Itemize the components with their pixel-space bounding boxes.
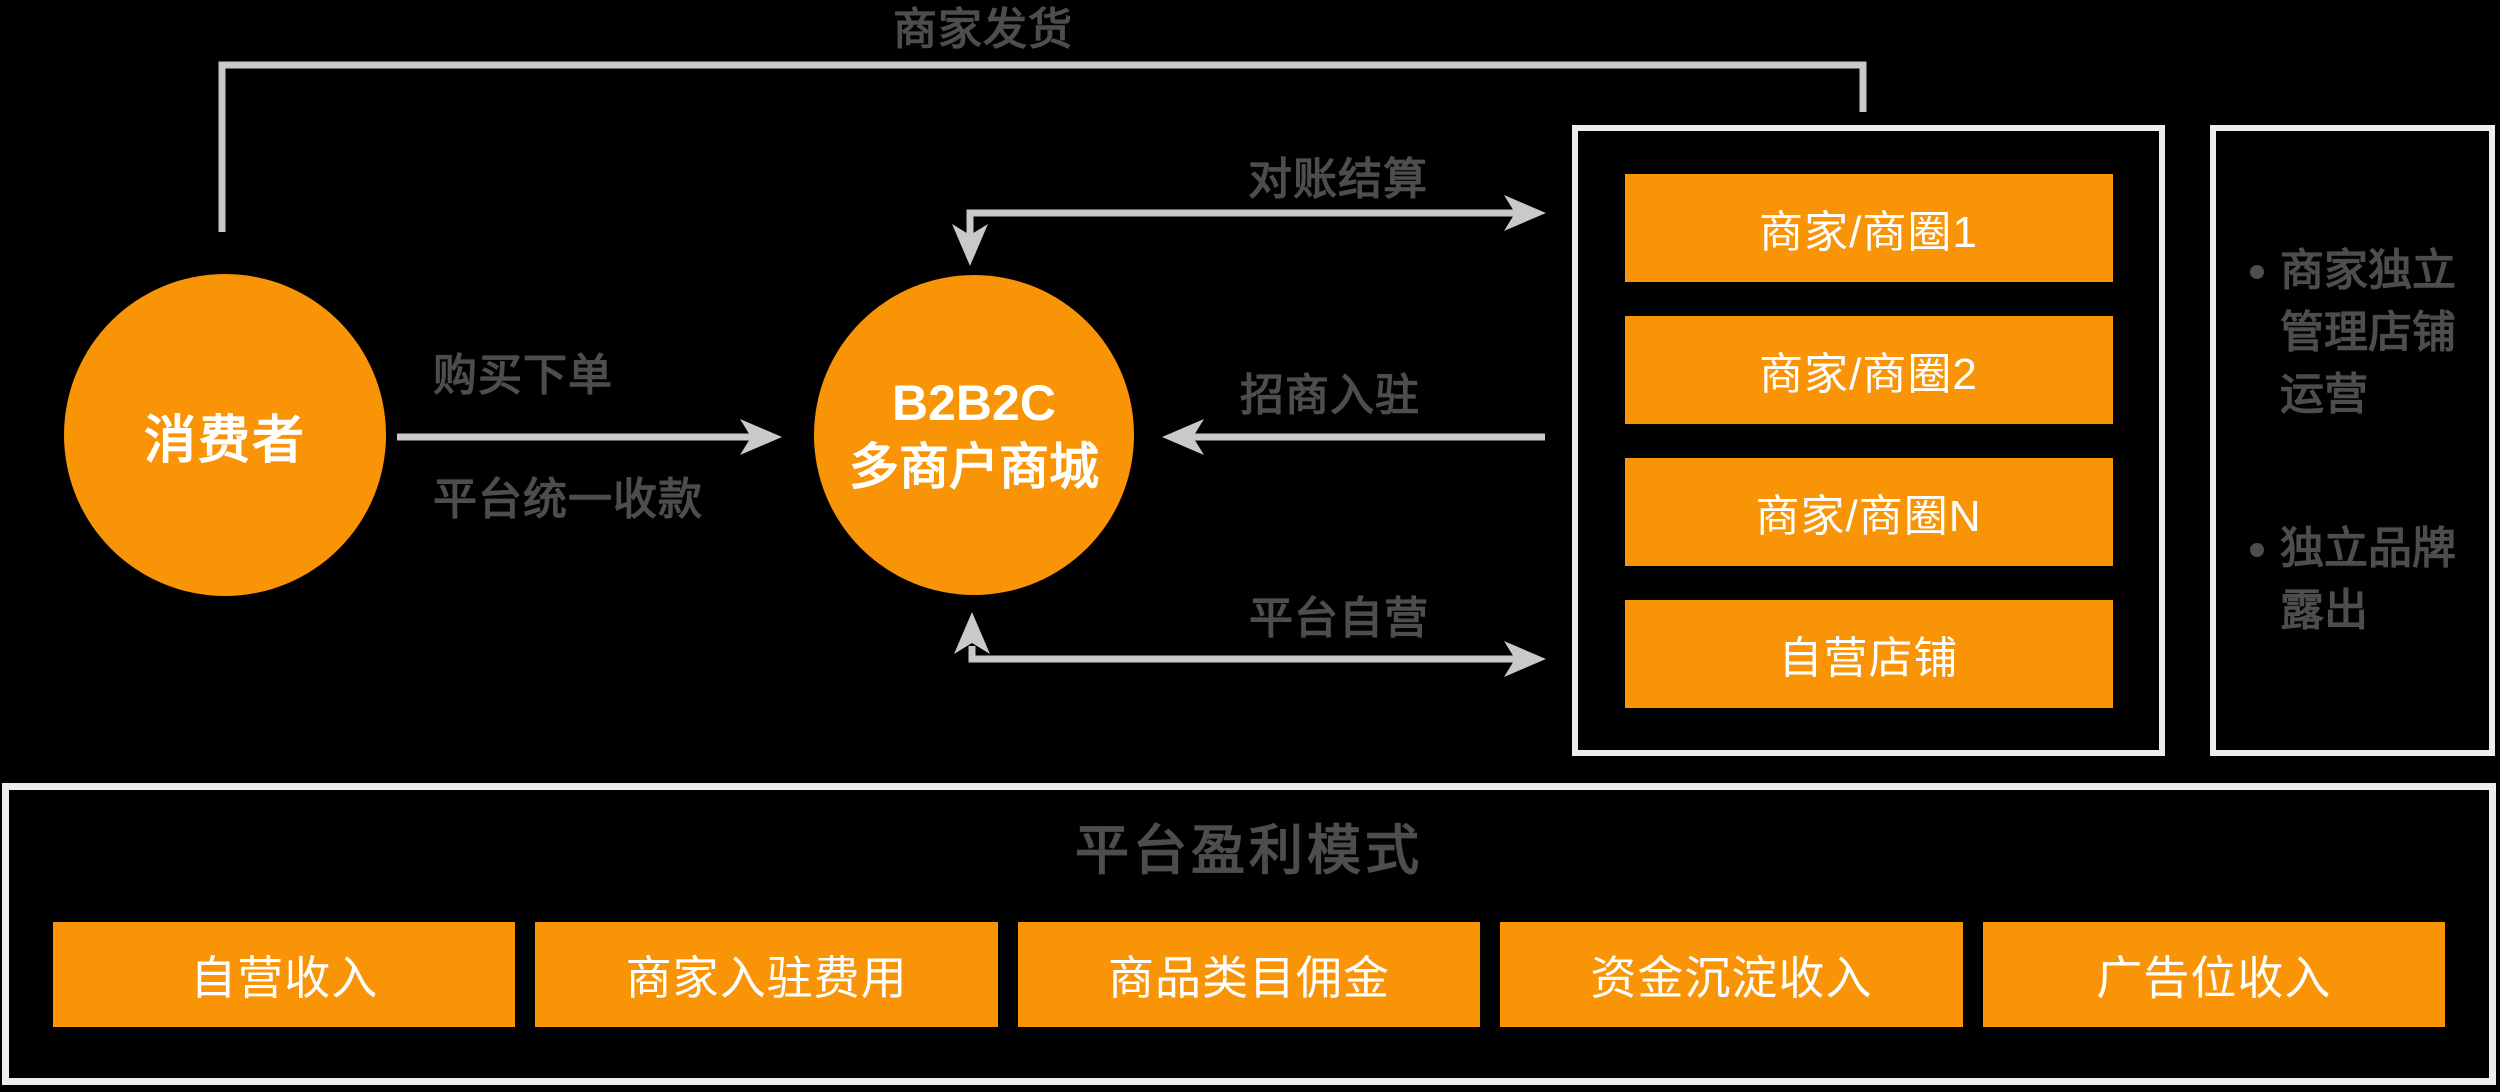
- mall-node-label-line2: 多商户商城: [849, 439, 1099, 495]
- profit-item-category-commission: 商品类目佣金: [1017, 922, 1481, 1027]
- self-operated-arrowhead-up: [954, 612, 990, 654]
- note-item: 商家独立管理店铺运营: [2250, 240, 2483, 426]
- consumer-node-label: 消费者: [143, 411, 306, 470]
- profit-bars-row: 自营收入 商家入驻费用 商品类目佣金 资金沉淀收入 广告位收入: [9, 922, 2489, 1027]
- profit-panel: 平台盈利模式 自营收入 商家入驻费用 商品类目佣金 资金沉淀收入 广告位收入: [2, 783, 2496, 1085]
- bullet-dot-icon: [2250, 264, 2264, 279]
- mall-node-label-line1: B2B2C: [892, 375, 1056, 431]
- self-operated-label: 平台自营: [1249, 594, 1429, 643]
- merchant-item-2: 商家/商圈2: [1624, 315, 2113, 424]
- merchant-item-self-store: 自营店铺: [1624, 599, 2113, 708]
- note-item-text: 独立品牌露出: [2280, 523, 2456, 635]
- bullet-dot-icon: [2250, 542, 2264, 557]
- note-item-text: 商家独立管理店铺运营: [2280, 245, 2456, 419]
- settlement-arrowhead-right: [1504, 195, 1546, 231]
- note-item: 独立品牌露出: [2250, 518, 2483, 642]
- settlement-label: 对账结算: [1248, 155, 1428, 204]
- shipping-connector: [218, 61, 1867, 232]
- shipping-label: 商家发货: [893, 5, 1073, 54]
- profit-item-deposit-income: 资金沉淀收入: [1500, 922, 1963, 1027]
- profit-item-ad-income: 广告位收入: [1982, 922, 2446, 1027]
- profit-item-self-revenue: 自营收入: [53, 922, 516, 1027]
- profit-title: 平台盈利模式: [1075, 821, 1423, 881]
- merchant-item-1: 商家/商圈1: [1624, 173, 2113, 282]
- profit-item-entry-fee: 商家入驻费用: [535, 922, 998, 1027]
- recruitment-label: 招商入驻: [1240, 371, 1420, 420]
- notes-panel: 商家独立管理店铺运营 独立品牌露出: [2210, 125, 2495, 756]
- merchant-item-n: 商家/商圈N: [1624, 457, 2113, 566]
- settlement-connector: [966, 209, 1516, 240]
- self-operated-arrowhead-right: [1504, 641, 1546, 677]
- consumer-node: 消费者: [64, 274, 386, 596]
- recruitment-arrowhead: [1162, 419, 1204, 455]
- merchants-panel: 商家/商圈1 商家/商圈2 商家/商圈N 自营店铺: [1572, 125, 2165, 756]
- purchase-label: 购买下单: [433, 351, 613, 400]
- settlement-arrowhead-down: [952, 224, 988, 266]
- self-operated-connector: [968, 646, 1516, 663]
- collection-label: 平台统一收款: [433, 475, 703, 524]
- purchase-arrowhead: [740, 419, 782, 455]
- mall-node: B2B2C 多商户商城: [814, 275, 1134, 595]
